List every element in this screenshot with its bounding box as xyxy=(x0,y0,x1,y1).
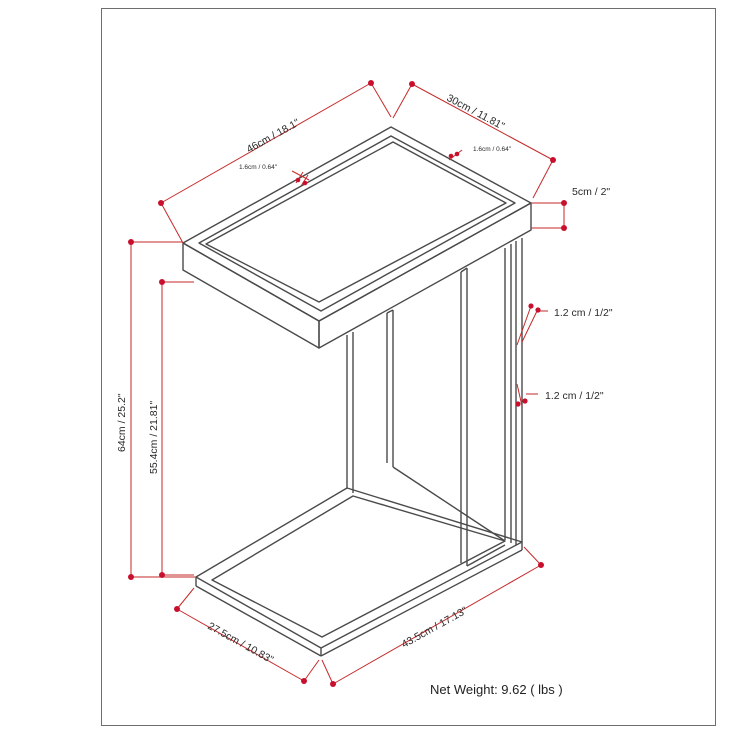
label-tray-lip-left: 1.6cm / 0.64" xyxy=(239,164,278,171)
right-upright xyxy=(460,238,523,566)
dimension-labels: 46cm / 18.1" 30cm / 11.81" 1.6cm / 0.64"… xyxy=(116,92,613,666)
left-upright xyxy=(346,309,394,493)
tray-right-face xyxy=(318,202,532,349)
label-tube-upper: 1.2 cm / 1/2" xyxy=(554,307,613,319)
net-weight-label: Net Weight: 9.62 ( lbs ) xyxy=(430,682,563,697)
label-tray-height: 5cm / 2" xyxy=(572,186,610,198)
label-tube-lower: 1.2 cm / 1/2" xyxy=(545,390,604,402)
dimension-lines xyxy=(128,80,567,687)
tray-floor xyxy=(205,141,507,303)
tray-inner-rim xyxy=(198,135,516,312)
label-overall-height: 64cm / 25.2" xyxy=(116,393,128,452)
tray-outer-top xyxy=(182,126,532,322)
label-tray-depth: 30cm / 11.81" xyxy=(445,92,507,133)
label-clearance-height: 55.4cm / 21.81" xyxy=(148,401,160,474)
label-base-depth: 27.5cm / 10.83" xyxy=(206,620,276,666)
base-frame xyxy=(195,466,523,657)
label-tray-width: 46cm / 18.1" xyxy=(245,117,302,156)
side-table xyxy=(182,126,532,657)
base-outer xyxy=(195,487,523,649)
tray-front-face xyxy=(182,242,320,349)
drawing-border xyxy=(101,8,716,726)
label-base-width: 43.5cm / 17.13" xyxy=(400,605,470,651)
label-tray-lip-right: 1.6cm / 0.64" xyxy=(473,146,512,153)
